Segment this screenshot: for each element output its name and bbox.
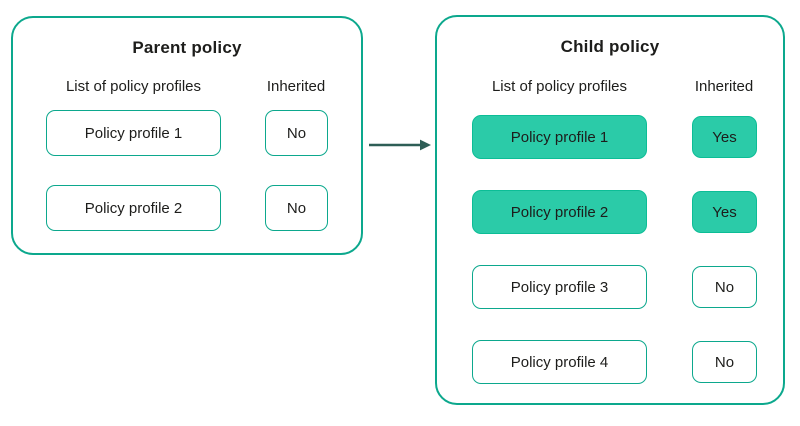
parent-column-header-inherited: Inherited bbox=[266, 78, 326, 95]
policy-profile-label: Policy profile 3 bbox=[510, 278, 609, 296]
parent-column-header-profiles: List of policy profiles bbox=[65, 78, 202, 95]
policy-profile-label: Policy profile 1 bbox=[84, 124, 183, 142]
inherited-value: Yes bbox=[712, 203, 737, 221]
child-inherited-badge-3: No bbox=[692, 266, 757, 308]
parent-policy-panel: Parent policy List of policy profiles In… bbox=[11, 16, 363, 255]
child-inherited-badge-2: Yes bbox=[692, 191, 757, 233]
policy-profile-label: Policy profile 1 bbox=[510, 128, 609, 146]
inherited-value: No bbox=[714, 353, 735, 371]
parent-panel-title: Parent policy bbox=[132, 38, 242, 57]
policy-profile-label: Policy profile 2 bbox=[84, 199, 183, 217]
child-column-header-profiles: List of policy profiles bbox=[491, 78, 628, 95]
arrow-right-icon bbox=[369, 139, 431, 151]
inherited-value: Yes bbox=[712, 128, 737, 146]
parent-inherited-badge-2: No bbox=[265, 185, 328, 231]
child-policy-profile-3-box: Policy profile 3 bbox=[472, 265, 647, 309]
inherited-value: No bbox=[286, 124, 307, 142]
child-policy-panel: Child policy List of policy profiles Inh… bbox=[435, 15, 785, 405]
child-column-header-inherited: Inherited bbox=[694, 78, 754, 95]
parent-policy-profile-2-box: Policy profile 2 bbox=[46, 185, 221, 231]
child-policy-profile-2-box: Policy profile 2 bbox=[472, 190, 647, 234]
policy-profile-label: Policy profile 2 bbox=[510, 203, 609, 221]
parent-inherited-badge-1: No bbox=[265, 110, 328, 156]
policy-profile-label: Policy profile 4 bbox=[510, 353, 609, 371]
inheritance-arrow bbox=[368, 135, 432, 155]
child-inherited-badge-1: Yes bbox=[692, 116, 757, 158]
inherited-value: No bbox=[286, 199, 307, 217]
child-policy-profile-4-box: Policy profile 4 bbox=[472, 340, 647, 384]
child-inherited-badge-4: No bbox=[692, 341, 757, 383]
child-policy-profile-1-box: Policy profile 1 bbox=[472, 115, 647, 159]
parent-policy-profile-1-box: Policy profile 1 bbox=[46, 110, 221, 156]
child-panel-title: Child policy bbox=[560, 37, 660, 56]
inherited-value: No bbox=[714, 278, 735, 296]
